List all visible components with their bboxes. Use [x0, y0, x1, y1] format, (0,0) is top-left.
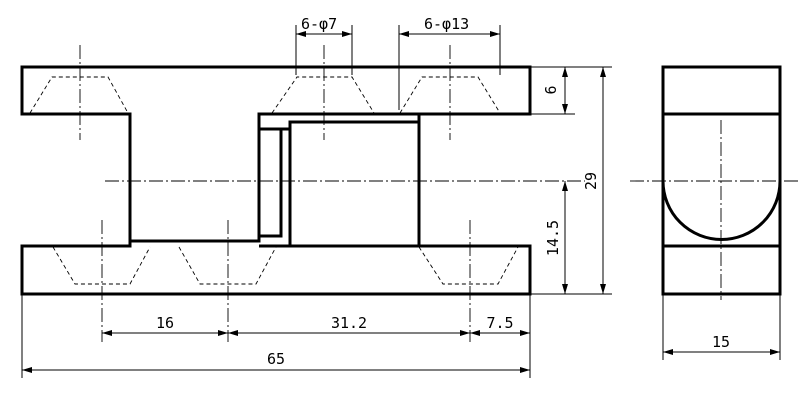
side-view-outline [661, 65, 782, 296]
step-outline-lower [259, 129, 283, 238]
dim-text-overall-length: 65 [267, 350, 285, 368]
dim-width: 15 [662, 294, 781, 360]
dim-text-spacing-a: 16 [156, 314, 174, 332]
front-view-outline [20, 65, 532, 296]
dim-hole-large: 6-φ13 [398, 15, 501, 110]
front-centerlines [79, 45, 585, 342]
dim-text-hole-small: 6-φ7 [301, 15, 337, 33]
side-view [630, 65, 800, 300]
step-outline-upper [130, 112, 419, 243]
bottom-countersinks [52, 246, 519, 285]
dim-text-hole-large: 6-φ13 [424, 15, 469, 33]
dim-hole-small: 6-φ7 [295, 15, 353, 75]
dim-text-edge-offset: 7.5 [486, 314, 513, 332]
front-view [20, 45, 585, 342]
side-view-slot [661, 180, 782, 241]
dim-text-width: 15 [712, 333, 730, 351]
dim-total-height: 29 [530, 66, 612, 295]
top-countersinks [29, 76, 501, 114]
dim-half-height: 14.5 [544, 181, 568, 294]
dim-text-thickness: 6 [542, 85, 560, 94]
step-inner-lower [259, 122, 292, 248]
step-inner-upper [259, 120, 419, 131]
dim-thickness: 6 [530, 66, 575, 115]
dim-overall-length: 65 [22, 350, 530, 373]
dim-text-spacing-b: 31.2 [331, 314, 367, 332]
dim-text-total-height: 29 [582, 172, 600, 190]
dim-text-half-height: 14.5 [544, 220, 562, 256]
dim-chain: 16 31.2 7.5 [21, 294, 531, 378]
